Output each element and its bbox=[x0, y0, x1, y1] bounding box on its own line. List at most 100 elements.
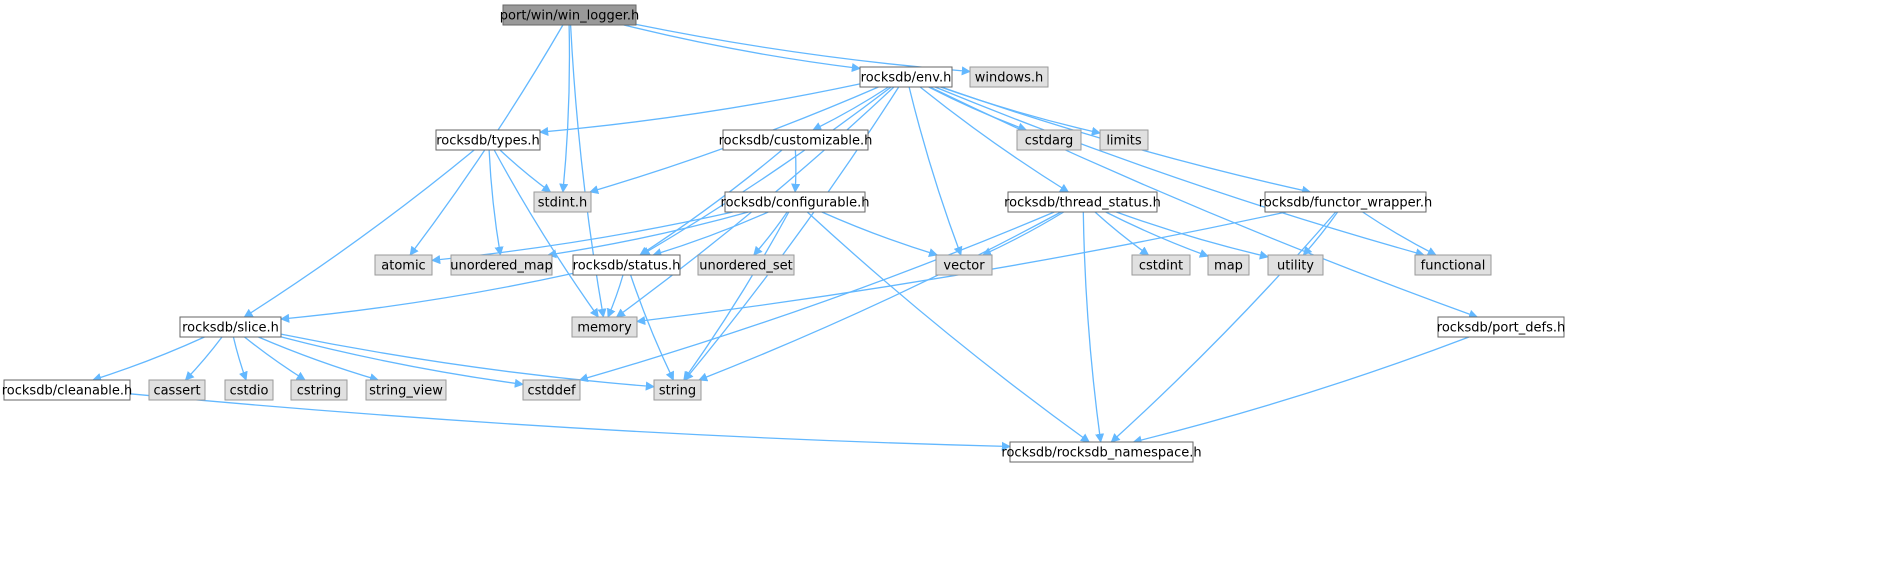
edge-configurable-to-unordered_map bbox=[547, 211, 749, 259]
edge-line bbox=[431, 211, 734, 265]
node-box bbox=[969, 66, 1049, 88]
edge-customizable-to-status bbox=[639, 149, 783, 256]
node-cleanable[interactable]: rocksdb/cleanable.h bbox=[2, 379, 133, 401]
edge-line bbox=[1362, 211, 1437, 256]
node-box bbox=[1016, 129, 1082, 151]
node-label: string bbox=[659, 384, 696, 399]
node-memory: memory bbox=[571, 316, 638, 338]
node-unordered_map: unordered_map bbox=[450, 254, 553, 276]
node-unordered_set: unordered_set bbox=[697, 254, 795, 276]
edge-line bbox=[280, 272, 574, 323]
node-box bbox=[1437, 316, 1565, 338]
node-label: cassert bbox=[153, 384, 200, 399]
edge-slice-to-cleanable bbox=[92, 336, 205, 382]
edge-line bbox=[258, 336, 379, 383]
node-box bbox=[1207, 254, 1250, 276]
edge-line bbox=[92, 336, 205, 382]
edge-line bbox=[499, 149, 552, 193]
node-box bbox=[533, 191, 592, 213]
edge-line bbox=[1132, 336, 1470, 445]
edge-types-to-stdint bbox=[499, 149, 552, 193]
node-cassert: cassert bbox=[148, 379, 206, 401]
node-functor_wrapper[interactable]: rocksdb/functor_wrapper.h bbox=[1259, 191, 1432, 213]
edge-line bbox=[569, 24, 607, 318]
edge-line bbox=[934, 86, 1425, 258]
edge-line bbox=[539, 83, 861, 136]
edge-thread_status-to-cstddef bbox=[578, 211, 1055, 383]
edge-slice-to-cstring bbox=[244, 336, 306, 381]
node-label: cstddef bbox=[527, 384, 576, 399]
edge-env-to-thread_status bbox=[919, 86, 1070, 193]
node-box bbox=[435, 129, 541, 151]
edge-line bbox=[232, 336, 248, 381]
edge-types-to-slice bbox=[243, 149, 475, 318]
node-map: map bbox=[1207, 254, 1250, 276]
node-box bbox=[522, 379, 581, 401]
node-box bbox=[572, 254, 681, 276]
edge-slice-to-cstdio bbox=[232, 336, 248, 381]
node-env[interactable]: rocksdb/env.h bbox=[859, 66, 953, 88]
node-box bbox=[374, 254, 433, 276]
node-box bbox=[1264, 191, 1427, 213]
edge-line bbox=[698, 211, 1062, 382]
edge-line bbox=[639, 149, 783, 256]
node-label: functional bbox=[1421, 259, 1486, 274]
node-stdint: stdint.h bbox=[533, 191, 592, 213]
edge-configurable-to-unordered_set bbox=[753, 211, 788, 256]
node-label: utility bbox=[1277, 259, 1314, 274]
node-box bbox=[1414, 254, 1492, 276]
node-box bbox=[935, 254, 993, 276]
node-label: cstdint bbox=[1139, 259, 1183, 274]
edge-line bbox=[812, 86, 889, 131]
nodes-layer: port/win/win_logger.h rocksdb/env.h window… bbox=[2, 4, 1565, 463]
edge-line bbox=[1105, 211, 1209, 258]
node-slice[interactable]: rocksdb/slice.h bbox=[179, 316, 282, 338]
edge-line bbox=[1094, 211, 1150, 256]
node-box bbox=[502, 4, 637, 26]
edge-line bbox=[488, 149, 504, 256]
node-label: rocksdb/customizable.h bbox=[719, 134, 873, 149]
node-thread_status[interactable]: rocksdb/thread_status.h bbox=[1004, 191, 1161, 213]
node-label: cstdarg bbox=[1025, 134, 1074, 149]
edge-thread_status-to-vector bbox=[981, 211, 1065, 256]
edge-env-to-types bbox=[539, 83, 861, 136]
node-port_defs[interactable]: rocksdb/port_defs.h bbox=[1437, 316, 1565, 338]
edge-line bbox=[640, 86, 892, 256]
edge-line bbox=[578, 211, 1055, 383]
node-customizable[interactable]: rocksdb/customizable.h bbox=[719, 129, 873, 151]
edge-win_logger-to-env bbox=[623, 24, 861, 73]
node-status[interactable]: rocksdb/status.h bbox=[572, 254, 681, 276]
node-atomic: atomic bbox=[374, 254, 433, 276]
node-label: unordered_map bbox=[450, 259, 553, 274]
edge-line bbox=[129, 393, 1011, 451]
edge-line bbox=[184, 336, 223, 381]
node-cstdarg: cstdarg bbox=[1016, 129, 1082, 151]
node-configurable[interactable]: rocksdb/configurable.h bbox=[721, 191, 870, 213]
node-label: vector bbox=[943, 259, 985, 274]
edge-port_defs-to-rocksdb_namespace bbox=[1132, 336, 1470, 445]
edge-env-to-vector bbox=[908, 86, 963, 256]
node-label: windows.h bbox=[975, 71, 1043, 86]
edge-line bbox=[981, 211, 1065, 256]
edge-thread_status-to-string bbox=[698, 211, 1062, 382]
node-types[interactable]: rocksdb/types.h bbox=[435, 129, 541, 151]
edge-line bbox=[244, 336, 306, 381]
node-label: map bbox=[1214, 259, 1243, 274]
edge-slice-to-cstddef bbox=[280, 336, 524, 388]
node-label: stdint.h bbox=[538, 196, 587, 211]
edge-types-to-unordered_map bbox=[488, 149, 504, 256]
node-label: rocksdb/configurable.h bbox=[721, 196, 870, 211]
edge-line bbox=[929, 86, 1479, 319]
node-label: atomic bbox=[381, 259, 425, 274]
node-label: port/win/win_logger.h bbox=[500, 9, 639, 24]
node-vector: vector bbox=[935, 254, 993, 276]
node-rocksdb_namespace[interactable]: rocksdb/rocksdb_namespace.h bbox=[1001, 441, 1202, 463]
edge-line bbox=[940, 86, 1101, 136]
edge-line bbox=[791, 149, 801, 193]
edge-thread_status-to-rocksdb_namespace bbox=[1082, 211, 1105, 443]
edge-slice-to-string_view bbox=[258, 336, 379, 383]
edge-configurable-to-rocksdb_namespace bbox=[806, 211, 1090, 443]
node-label: rocksdb/status.h bbox=[573, 259, 681, 274]
node-win_logger[interactable]: port/win/win_logger.h bbox=[500, 4, 639, 26]
edge-line bbox=[607, 274, 624, 318]
